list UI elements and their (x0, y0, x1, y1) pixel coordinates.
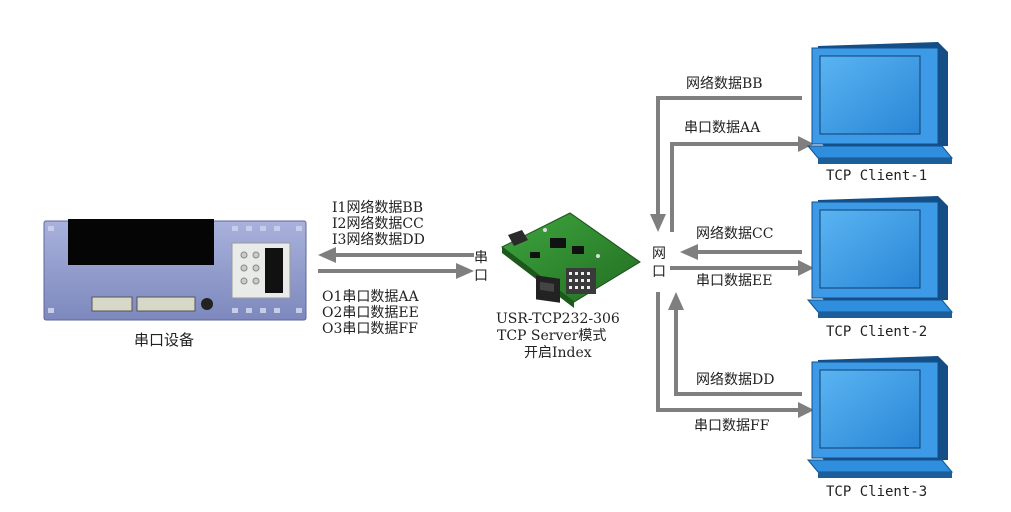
incoming-data-1: I1网络数据BB (332, 200, 424, 216)
outgoing-data-1: O1串口数据AA (322, 289, 419, 305)
monitor-icon-3 (806, 356, 954, 478)
serial-port-label-2: 口 (474, 268, 488, 284)
serial-device-icon (43, 219, 307, 321)
arrow-to-client-2 (798, 260, 814, 276)
client-1-label: TCP Client-1 (826, 168, 928, 184)
module-index: 开启Index (524, 345, 592, 361)
incoming-data-3: I3网络数据DD (332, 232, 425, 248)
client-2-label: TCP Client-2 (826, 324, 928, 340)
client-2-serial-data: 串口数据EE (696, 273, 773, 289)
client-1-serial-data: 串口数据AA (684, 120, 761, 136)
right-link-arrows (650, 96, 814, 418)
incoming-data-2: I2网络数据CC (332, 216, 424, 232)
serial-port-label-1: 串 (474, 250, 488, 266)
client-3-net-data: 网络数据DD (696, 372, 775, 388)
client-3-label: TCP Client-3 (826, 484, 928, 500)
module-mode: TCP Server模式 (497, 328, 607, 344)
client-3-serial-data: 串口数据FF (694, 418, 770, 434)
monitor-icon-2 (806, 196, 954, 318)
net-port-label-1: 网 (652, 246, 666, 262)
client-2-net-data: 网络数据CC (696, 226, 774, 242)
arrow-to-device (318, 247, 336, 263)
module-board-icon (501, 212, 641, 308)
arrow-up-to-module (668, 292, 684, 310)
client-1-net-data: 网络数据BB (686, 76, 763, 92)
net-port-label-2: 口 (652, 264, 666, 280)
arrow-from-client-2 (680, 244, 698, 260)
serial-device-label: 串口设备 (134, 331, 195, 349)
arrow-down-to-module (650, 214, 666, 232)
outgoing-data-3: O3串口数据FF (322, 321, 418, 337)
arrow-to-module (456, 263, 474, 279)
arrow-to-client-1 (798, 136, 814, 152)
left-link-arrows (318, 247, 474, 279)
monitor-icon-1 (806, 42, 954, 164)
outgoing-data-2: O2串口数据EE (322, 305, 419, 321)
arrow-to-client-3 (798, 402, 814, 418)
module-model: USR-TCP232-306 (496, 311, 620, 327)
